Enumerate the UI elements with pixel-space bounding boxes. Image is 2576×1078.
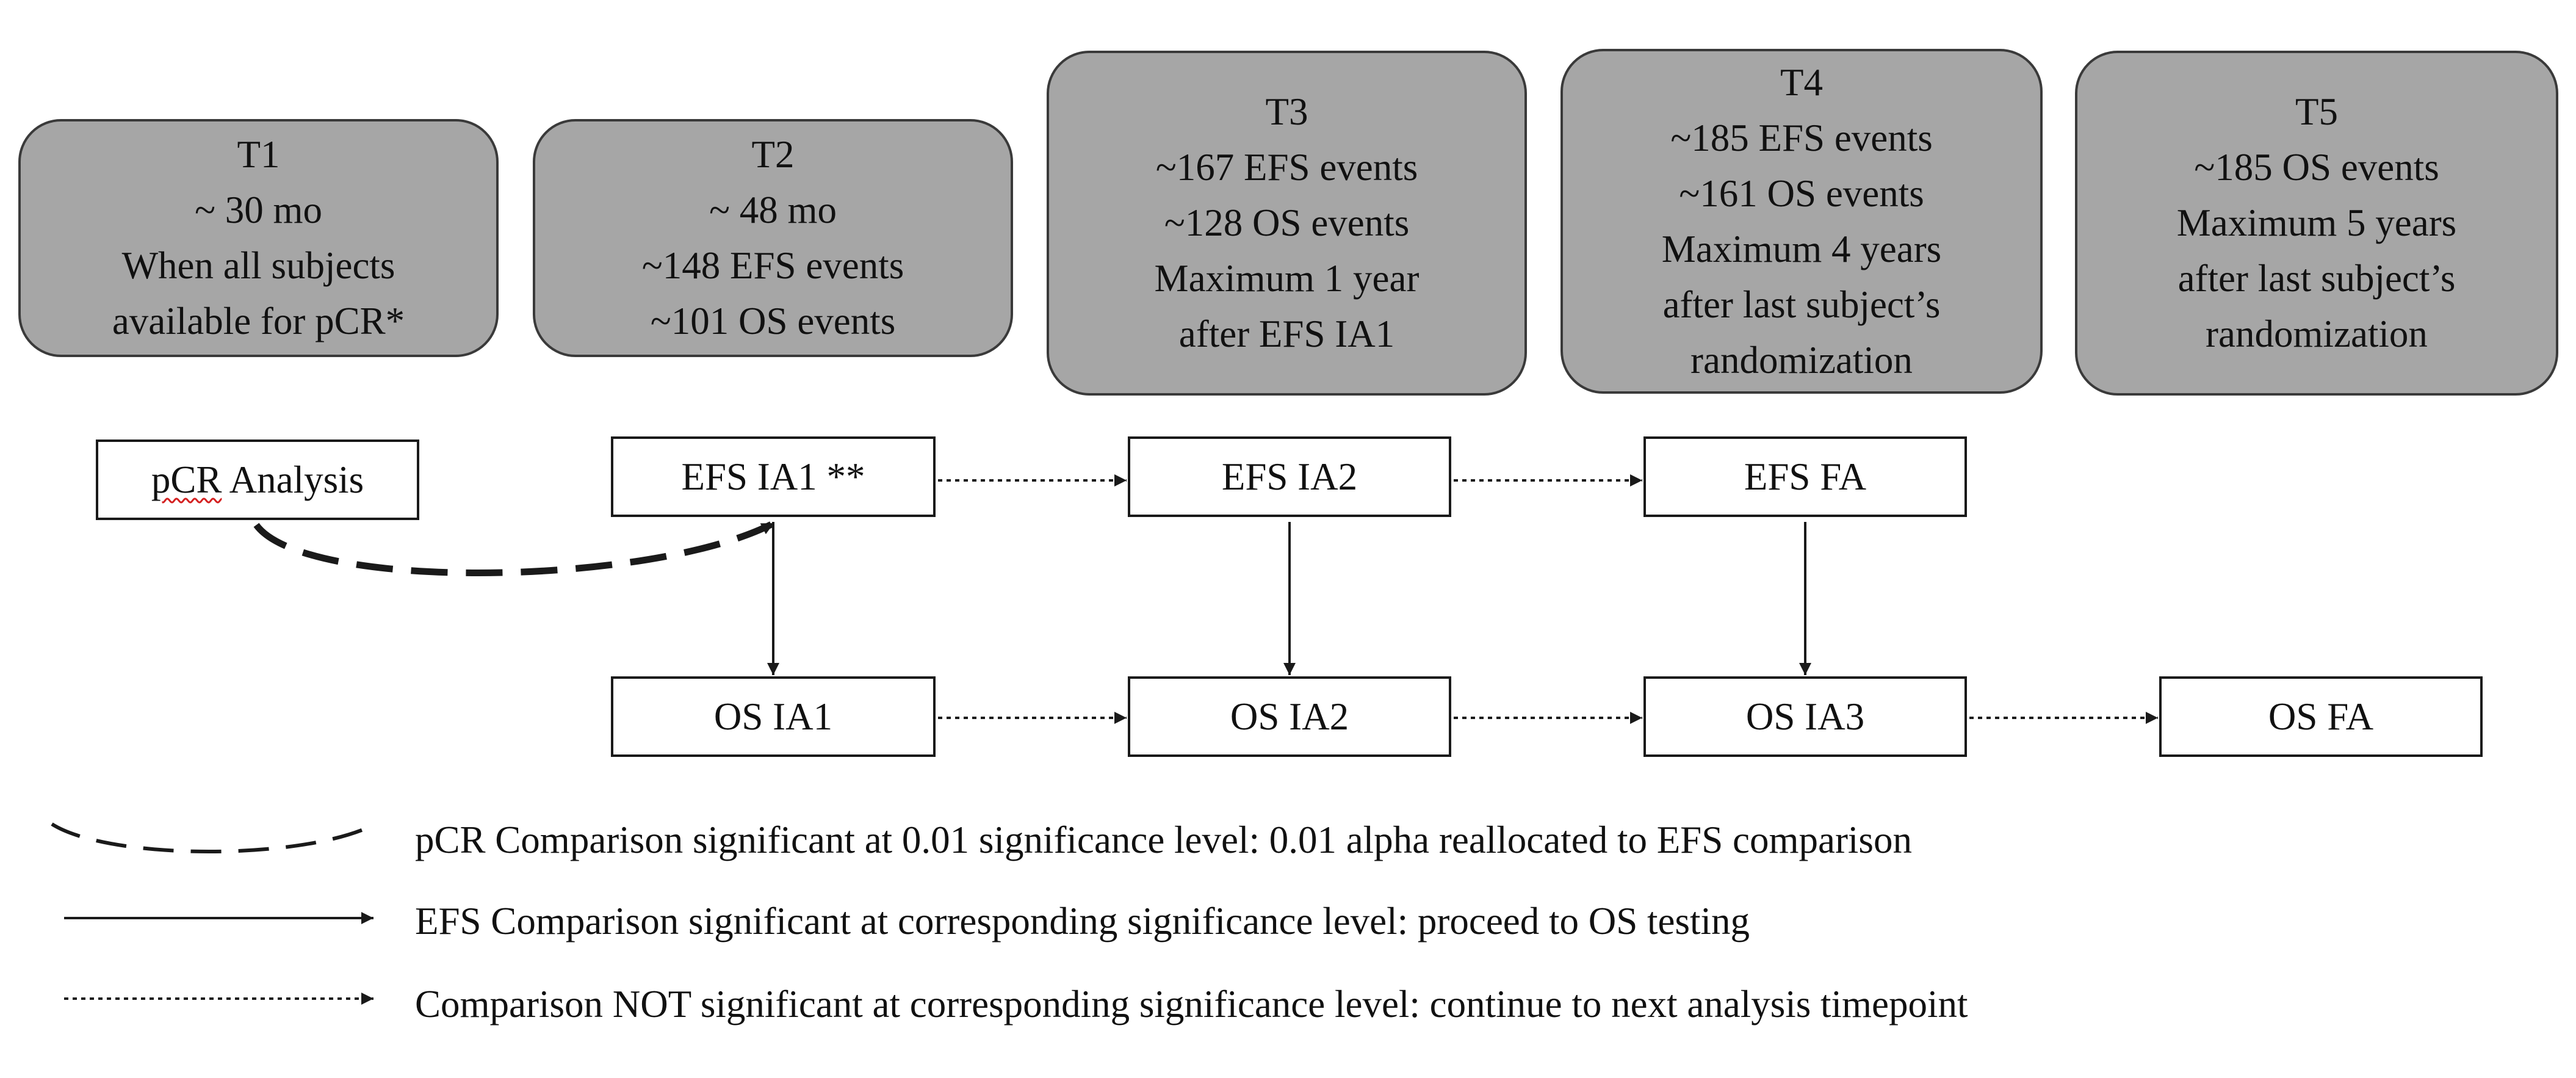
legend-dotted-text: Comparison NOT significant at correspond… (415, 983, 1968, 1026)
timepoint-t5-label: T5 (2295, 90, 2338, 133)
efs-fa-label: EFS FA (1744, 455, 1867, 498)
pcr-analysis-box: pCR Analysis (96, 440, 419, 520)
timepoint-t1-condition: When all subjects (121, 244, 395, 287)
timepoint-t3-efs-events: ~167 EFS events (1155, 146, 1418, 189)
timepoint-t5-maximum: Maximum 5 years (2176, 201, 2457, 244)
timepoint-t3-os-events: ~128 OS events (1164, 201, 1410, 244)
os-ia2-label: OS IA2 (1230, 695, 1349, 738)
timepoint-t4: T4 ~185 EFS events ~161 OS events Maximu… (1560, 49, 2043, 394)
efs-ia1-box: EFS IA1 ** (611, 436, 936, 517)
timepoint-t1-condition-2: available for pCR* (112, 300, 405, 342)
timepoint-t3-reference: after EFS IA1 (1178, 313, 1395, 355)
timepoint-t4-efs-events: ~185 EFS events (1670, 116, 1933, 159)
timepoint-t4-reference: after last subject’s (1662, 283, 1941, 326)
efs-fa-box: EFS FA (1643, 436, 1967, 517)
pcr-analysis-suffix: Analysis (222, 458, 364, 501)
timepoint-t1: T1 ~ 30 mo When all subjects available f… (18, 119, 499, 357)
timepoint-t2-duration: ~ 48 mo (709, 189, 837, 231)
efs-ia2-box: EFS IA2 (1128, 436, 1451, 517)
os-ia3-label: OS IA3 (1745, 695, 1865, 738)
timepoint-t3: T3 ~167 EFS events ~128 OS events Maximu… (1047, 51, 1527, 396)
timepoint-t5-reference-2: randomization (2206, 313, 2428, 355)
timepoint-t3-label: T3 (1265, 90, 1308, 133)
timepoint-t1-duration: ~ 30 mo (194, 189, 323, 231)
timepoint-t4-os-events: ~161 OS events (1679, 172, 1924, 215)
timepoint-t5: T5 ~185 OS events Maximum 5 years after … (2075, 51, 2558, 396)
timepoint-t5-reference: after last subject’s (2177, 257, 2456, 300)
efs-ia2-label: EFS IA2 (1221, 455, 1358, 498)
os-ia1-label: OS IA1 (713, 695, 833, 738)
timepoint-t4-reference-2: randomization (1690, 338, 1913, 382)
timepoint-t2: T2 ~ 48 mo ~148 EFS events ~101 OS event… (533, 119, 1013, 357)
timepoint-t2-efs-events: ~148 EFS events (641, 244, 904, 287)
os-fa-label: OS FA (2268, 695, 2374, 738)
timepoint-t3-maximum: Maximum 1 year (1154, 257, 1420, 300)
legend-dashed-text: pCR Comparison significant at 0.01 signi… (415, 819, 1912, 861)
efs-ia1-label: EFS IA1 ** (681, 455, 865, 498)
legend-solid-text: EFS Comparison significant at correspond… (415, 900, 1750, 942)
timepoint-t5-os-events: ~185 OS events (2194, 146, 2439, 189)
pcr-analysis-prefix: pCR (151, 458, 222, 501)
timepoint-t2-os-events: ~101 OS events (650, 300, 896, 342)
os-ia3-box: OS IA3 (1643, 676, 1967, 757)
dashed-arrow-pcr-to-efs-ia1 (253, 520, 776, 576)
timepoint-t1-label: T1 (237, 133, 280, 176)
os-ia2-box: OS IA2 (1128, 676, 1451, 757)
timepoint-t4-maximum: Maximum 4 years (1661, 227, 1942, 270)
os-fa-box: OS FA (2159, 676, 2483, 757)
legend-dashed-line-sample (51, 822, 377, 853)
timepoint-t4-label: T4 (1780, 60, 1823, 104)
os-ia1-box: OS IA1 (611, 676, 936, 757)
timepoint-t2-label: T2 (751, 133, 795, 176)
